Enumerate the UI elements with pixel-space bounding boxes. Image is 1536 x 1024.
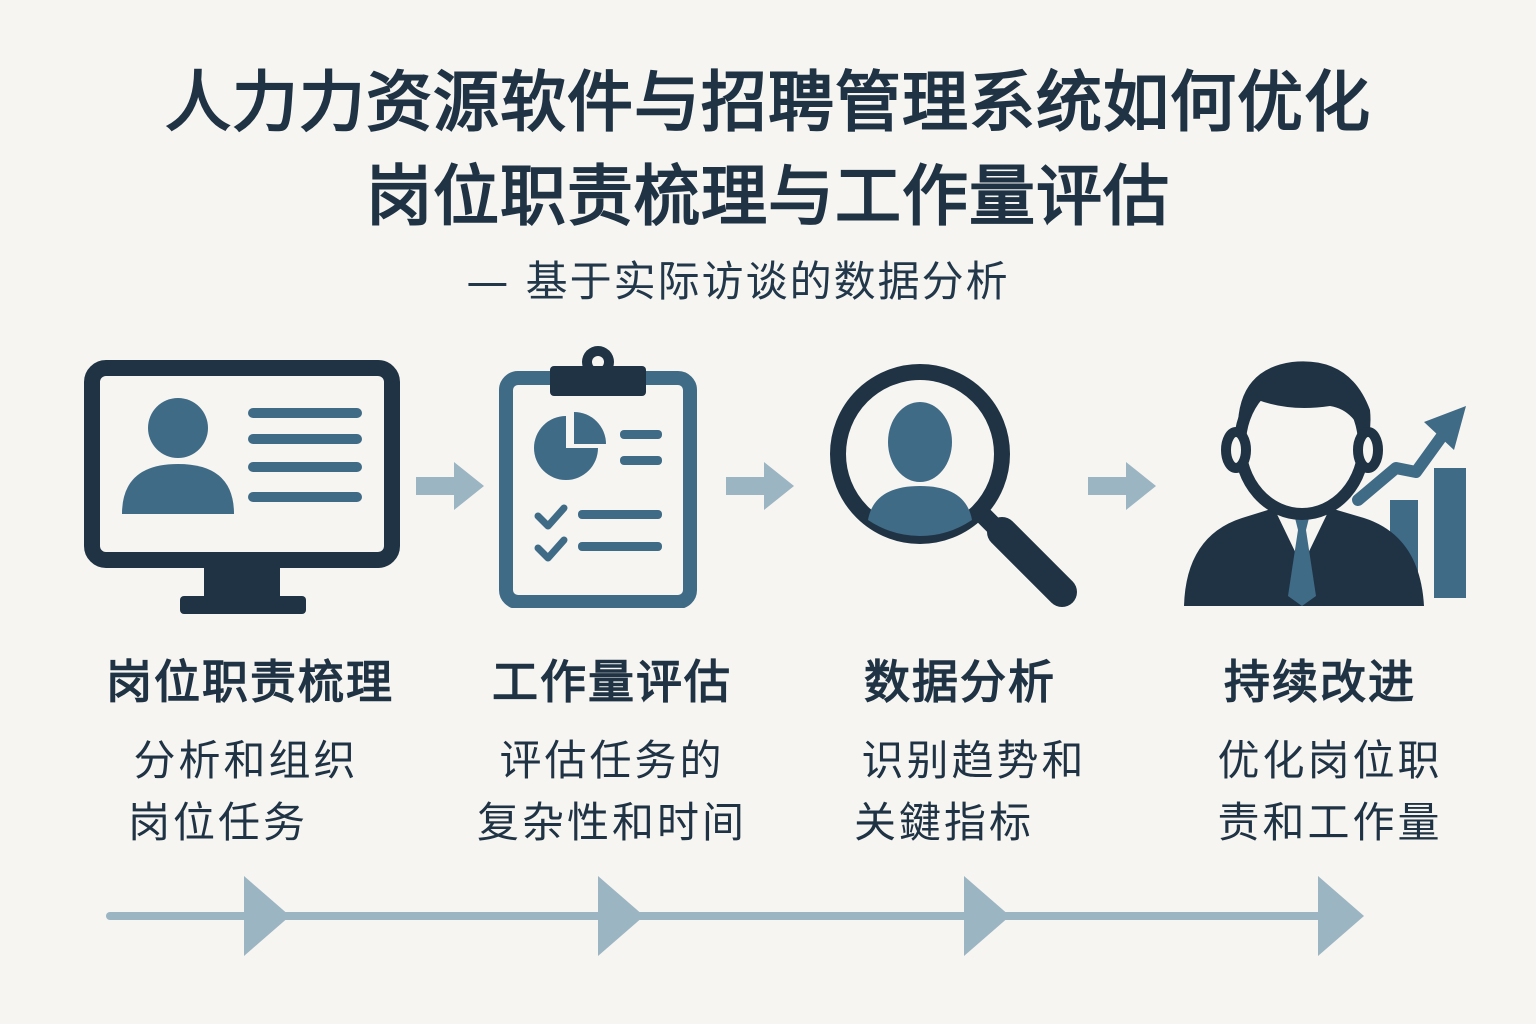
timeline-marker xyxy=(244,876,290,956)
step-desc-line: 分析和组织 xyxy=(133,736,359,785)
page-title-line-2: 岗位职责梳理与工作量评估 xyxy=(366,158,1170,235)
magnifier-person-icon xyxy=(830,364,1077,607)
timeline-marker xyxy=(964,876,1010,956)
arrow-right-icon xyxy=(726,462,794,510)
step-desc-line: 优化岗位职 xyxy=(1217,736,1443,785)
step-desc-line: 关鍵指标 xyxy=(854,798,1035,847)
step-desc-line: 复杂性和时间 xyxy=(476,798,747,847)
step-title-1: 岗位职责梳理 xyxy=(106,655,394,709)
page-title-line-1: 人力力资源软件与招聘管理系统如何优化 xyxy=(165,64,1371,141)
step-desc-line: 岗位任务 xyxy=(128,798,309,847)
monitor-profile-icon xyxy=(84,360,400,614)
timeline-marker xyxy=(598,876,644,956)
step-desc-3: 识别趋势和 关鍵指标 xyxy=(814,730,1134,854)
timeline-arrow xyxy=(106,876,1364,956)
step-title-4: 持续改进 xyxy=(1224,655,1416,709)
page-subtitle: — 基于实际访谈的数据分析 xyxy=(466,257,1010,306)
step-title-3: 数据分析 xyxy=(864,655,1056,709)
arrow-right-icon xyxy=(1088,462,1156,510)
step-desc-1: 分析和组织 岗位任务 xyxy=(86,730,406,854)
step-desc-2: 评估任务的 复杂性和时间 xyxy=(452,730,772,854)
businessman-growth-icon xyxy=(1184,361,1466,606)
step-desc-line: 识别趋势和 xyxy=(861,736,1087,785)
step-title-2: 工作量评估 xyxy=(492,655,732,709)
step-desc-line: 评估任务的 xyxy=(499,736,725,785)
step-desc-4: 优化岗位职 责和工作量 xyxy=(1170,730,1490,854)
step-desc-line: 责和工作量 xyxy=(1217,798,1443,847)
clipboard-checklist-icon xyxy=(499,346,697,608)
arrow-right-icon xyxy=(416,462,484,510)
timeline-end-arrow xyxy=(1318,876,1364,956)
